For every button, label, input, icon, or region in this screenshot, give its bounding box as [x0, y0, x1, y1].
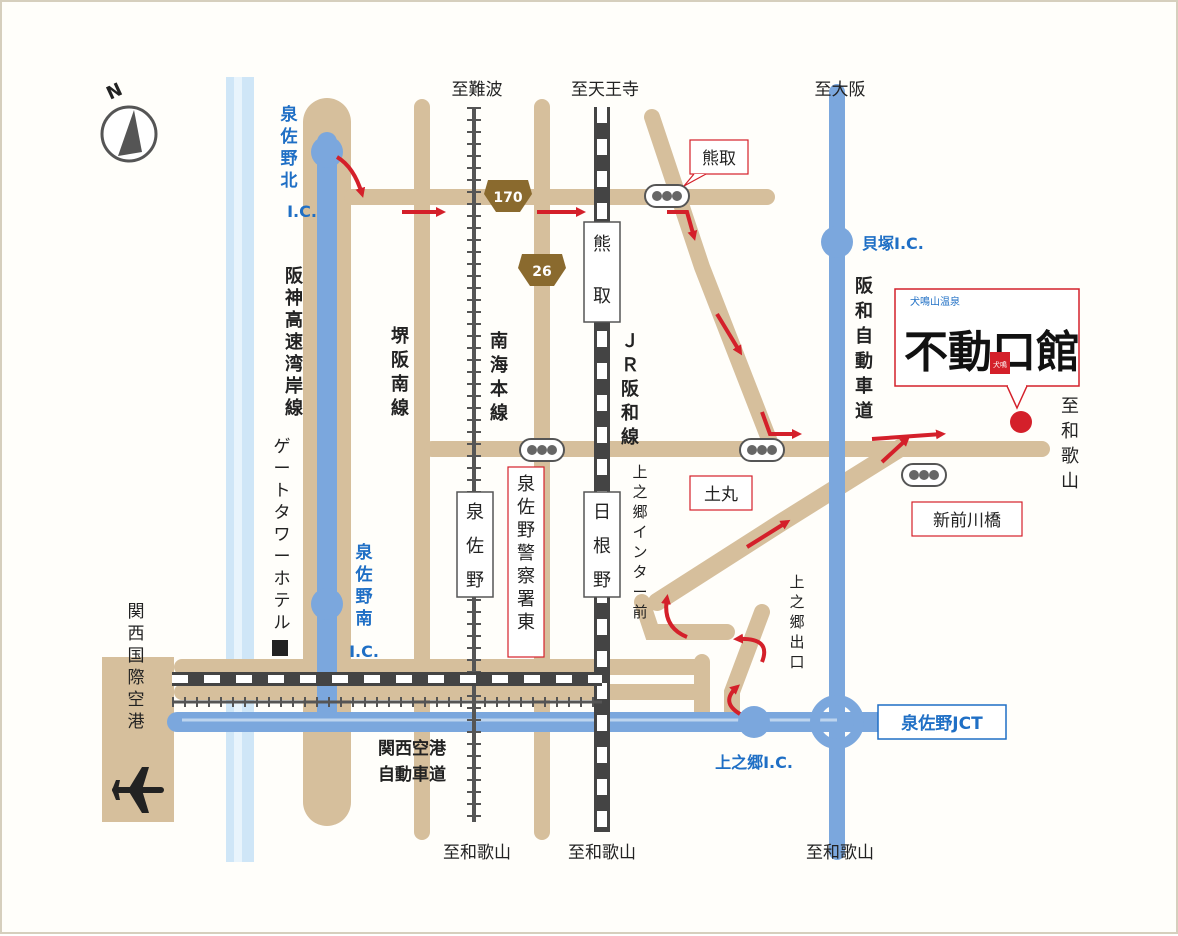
route-170-shield: 170	[484, 180, 532, 212]
to-tennoji-label: 至天王寺	[571, 80, 639, 100]
hine-station-label: 日根野	[593, 502, 611, 591]
to-wakayama-label: 至和歌山	[806, 843, 874, 863]
izumisano-station-label: 泉佐野	[466, 502, 484, 591]
police-east-intersection-label: 泉佐野警察署東	[517, 474, 535, 633]
kaizuka-ic-node	[821, 226, 853, 258]
police-east-callout: 泉佐野警察署東	[507, 466, 545, 658]
sakai-hannan-line-label: 堺阪南線	[391, 325, 410, 419]
airplane-icon	[112, 767, 164, 813]
compass-icon: N	[100, 79, 158, 163]
compass-north-label: N	[103, 79, 126, 104]
kansai-airport-expressway-label: 関西空港	[378, 738, 447, 759]
nankai-line-label: 南海本線	[490, 330, 508, 424]
route-170-label: 170	[493, 190, 522, 206]
izumisano-station-box	[456, 491, 494, 598]
traffic-signal-icon	[901, 463, 947, 487]
izumisano-minami-ic-label: 泉佐野南	[355, 542, 374, 629]
to-wakayama-label: 至和歌山	[568, 843, 636, 863]
shin-maekawa-bridge-label: 新前川橋	[933, 511, 1001, 531]
izumisano-jct-ring	[810, 695, 864, 749]
kansai-airport-label: 関西国際空港	[128, 602, 145, 732]
tsuchimaru-callout: 土丸	[689, 475, 753, 511]
jr-label: ＪＲ	[621, 331, 639, 376]
kumatori-intersection-label: 熊取	[702, 149, 736, 169]
gate-tower-hotel-marker	[272, 640, 288, 656]
kumatori-station-label: 熊取	[593, 234, 611, 307]
to-osaka-label: 至大阪	[815, 80, 866, 100]
izumisano-jct-label-box: 泉佐野JCT	[877, 704, 1007, 740]
hanwa-expressway-label: 阪和自動車道	[855, 275, 874, 422]
destination-subtitle: 犬鳴山温泉	[910, 295, 960, 308]
kaminogo-interchange-front-label: 上之郷インター前	[632, 463, 647, 621]
kaminogo-exit-label: 上之郷出口	[789, 573, 804, 671]
gate-tower-hotel-label: ゲートタワーホテル	[274, 437, 291, 633]
kaminogo-exit-ramp	[724, 604, 770, 730]
izumisano-kita-ic-suffix: I.C.	[287, 202, 317, 221]
kansai-airport-expressway-label: 自動車道	[378, 764, 446, 785]
traffic-signal-icon	[739, 438, 785, 462]
izumisano-kita-ic-label: 泉佐野北	[280, 104, 299, 191]
hanwa-line-label: 阪和線	[621, 378, 640, 448]
to-wakayama-east-label: 至和歌山	[1061, 396, 1079, 492]
tsuchimaru-intersection-label: 土丸	[704, 485, 738, 505]
kaminogo-ic-label: 上之郷I.C.	[715, 753, 793, 772]
izumisano-kita-ic-node	[311, 136, 343, 168]
traffic-signal-icon	[644, 184, 690, 208]
route-26-shield: 26	[518, 254, 566, 286]
to-namba-label: 至難波	[452, 80, 503, 100]
hine-station-box	[583, 491, 621, 598]
svg-text:犬鳴: 犬鳴	[993, 360, 1007, 369]
izumisano-jct-label: 泉佐野JCT	[900, 713, 983, 734]
hanshin-wangan-line-label: 阪神高速湾岸線	[285, 265, 304, 419]
kumatori-station-box	[583, 221, 621, 323]
to-wakayama-label: 至和歌山	[443, 843, 511, 863]
kumatori-callout: 熊取	[683, 139, 749, 187]
destination-seal	[990, 352, 1010, 374]
kaizuka-ic-label: 貝塚I.C.	[862, 234, 924, 253]
destination-marker	[1010, 411, 1032, 433]
route-arrows	[335, 155, 946, 716]
kumatori-road	[644, 109, 780, 455]
izumisano-minami-ic-node	[311, 588, 343, 620]
traffic-signal-icon	[519, 438, 565, 462]
destination-callout: 犬鳴山温泉 不動口館 犬鳴	[894, 288, 1080, 410]
kaminogo-ic-node	[738, 706, 770, 738]
airport-rail-line	[172, 672, 602, 707]
kaminogo-ramp	[634, 594, 735, 640]
izumisano-minami-ic-suffix: I.C.	[349, 642, 379, 661]
shin-maekawa-callout: 新前川橋	[911, 501, 1023, 537]
route-26-label: 26	[532, 264, 551, 280]
